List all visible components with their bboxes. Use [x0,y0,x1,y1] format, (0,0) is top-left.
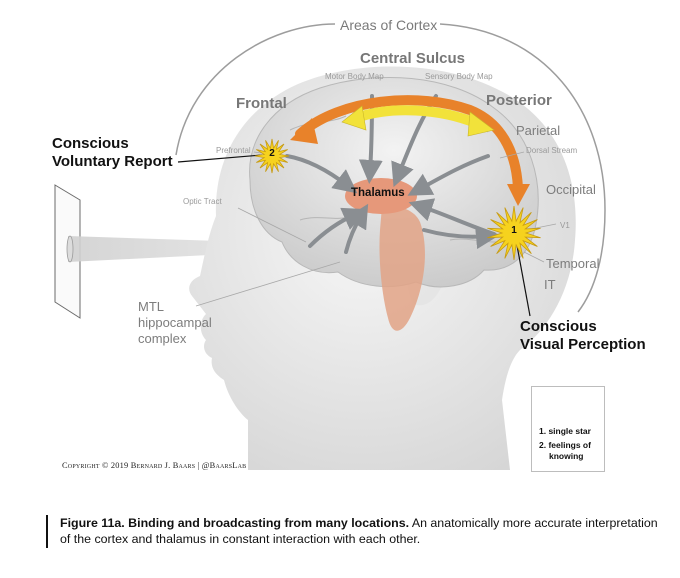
label-it: IT [544,277,556,292]
orange-arrowhead-right [507,184,530,206]
label-optic-tract: Optic Tract [183,197,222,206]
label-conscious-report-2: Voluntary Report [52,153,173,170]
label-conscious-perception-1: Conscious [520,318,597,335]
legend-box: 1. single star 2. feelings of knowing [531,386,605,472]
orange-broadcast-arc [295,95,523,193]
label-temporal: Temporal [546,256,600,271]
star-1 [487,205,541,261]
label-motor-body-map: Motor Body Map [325,72,384,81]
legend-item-2-line2: knowing [549,451,584,461]
label-mtl-line2: hippocampal [138,315,212,330]
label-dorsal-stream: Dorsal Stream [526,146,578,155]
arrow-thalamus-to-v1 [422,225,500,250]
label-posterior: Posterior [486,92,552,109]
pointer-visual-perception [515,239,531,317]
label-central-sulcus: Central Sulcus [360,50,466,67]
copyright-text: Copyright © 2019 Bernard J. Baars | @Baa… [62,461,247,470]
orange-arrowhead-left [290,118,318,144]
label-parietal: Parietal [516,123,561,138]
label-prefrontal: Prefrontal [216,146,251,155]
figure-caption: Figure 11a. Binding and broadcasting fro… [46,515,660,548]
label-occipital: Occipital [546,182,596,197]
label-conscious-report-1: Conscious [52,135,129,152]
legend-item-1: 1. single star [539,426,591,436]
label-frontal: Frontal [236,95,287,112]
beam-lens [66,235,74,263]
brainstem [379,205,425,331]
label-sensory-body-map: Sensory Body Map [425,72,493,81]
label-mtl-line3: complex [138,331,187,346]
caption-title: Figure 11a. Binding and broadcasting fro… [60,516,410,530]
areas-of-cortex-arc [175,23,336,156]
brain-diagram [54,23,606,470]
label-conscious-perception-2: Visual Perception [520,336,646,353]
label-thalamus: Thalamus [351,187,405,199]
arrow-prefrontal-to-thalamus [285,154,358,194]
yellow-broadcast-arc [351,105,483,129]
arrow-parietal-to-thalamus [407,154,490,196]
caption-text: An anatomically more accurate interpreta… [60,516,658,547]
yellow-arrowhead-left [341,105,367,131]
areas-of-cortex-arc-right [439,23,606,313]
star-2-number: 2 [269,148,275,159]
pointer-voluntary-report [177,154,263,163]
star-1-number: 1 [511,225,517,236]
star-2 [254,138,290,174]
label-v1: V1 [560,221,570,230]
label-areas-of-cortex: Areas of Cortex [340,17,438,33]
label-mtl-line1: MTL [138,299,164,314]
arrow-mtl [344,203,369,254]
legend-item-2-line1: 2. feelings of [539,440,591,450]
yellow-arrowhead-right [467,111,495,137]
